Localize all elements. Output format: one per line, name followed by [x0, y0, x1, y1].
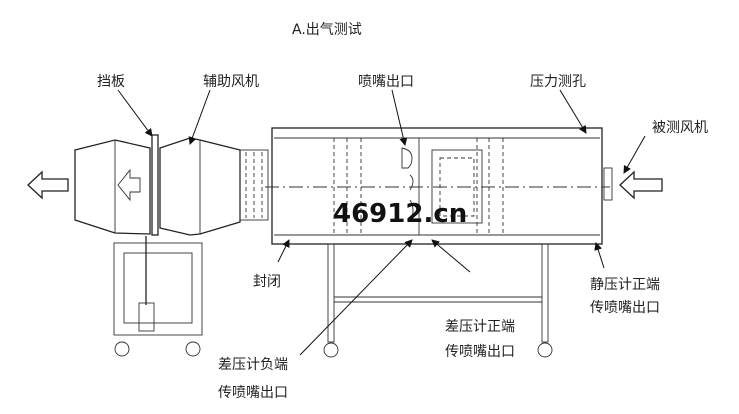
label-static-positive: 静压计正端: [590, 277, 660, 293]
label-tested-fan: 被测风机: [652, 120, 708, 136]
inflow-arrow-icon: [619, 170, 663, 200]
leader-lines: [117, 89, 646, 356]
label-sealed: 封闭: [253, 274, 281, 290]
label-diff-positive-2: 传喷嘴出口: [445, 344, 515, 360]
label-static-positive-2: 传喷嘴出口: [590, 300, 660, 316]
label-baffle: 挡板: [97, 74, 125, 90]
diagram-title: A.出气测试: [292, 22, 362, 38]
outflow-arrow-icon: [27, 170, 69, 200]
test-chamber: [265, 127, 613, 245]
label-aux-fan: 辅助风机: [203, 74, 259, 90]
label-pressure-hole: 压力测孔: [530, 74, 586, 90]
watermark: 46912.cn: [333, 199, 467, 229]
label-nozzle-outlet: 喷嘴出口: [358, 74, 414, 90]
label-diff-positive: 差压计正端: [445, 319, 515, 335]
label-diff-negative-2: 传喷嘴出口: [218, 385, 288, 401]
aux-fan-stand: [113, 236, 203, 357]
auxiliary-fan: [74, 134, 269, 236]
label-diff-negative: 差压计负端: [218, 357, 288, 373]
chamber-stand: [323, 243, 553, 358]
